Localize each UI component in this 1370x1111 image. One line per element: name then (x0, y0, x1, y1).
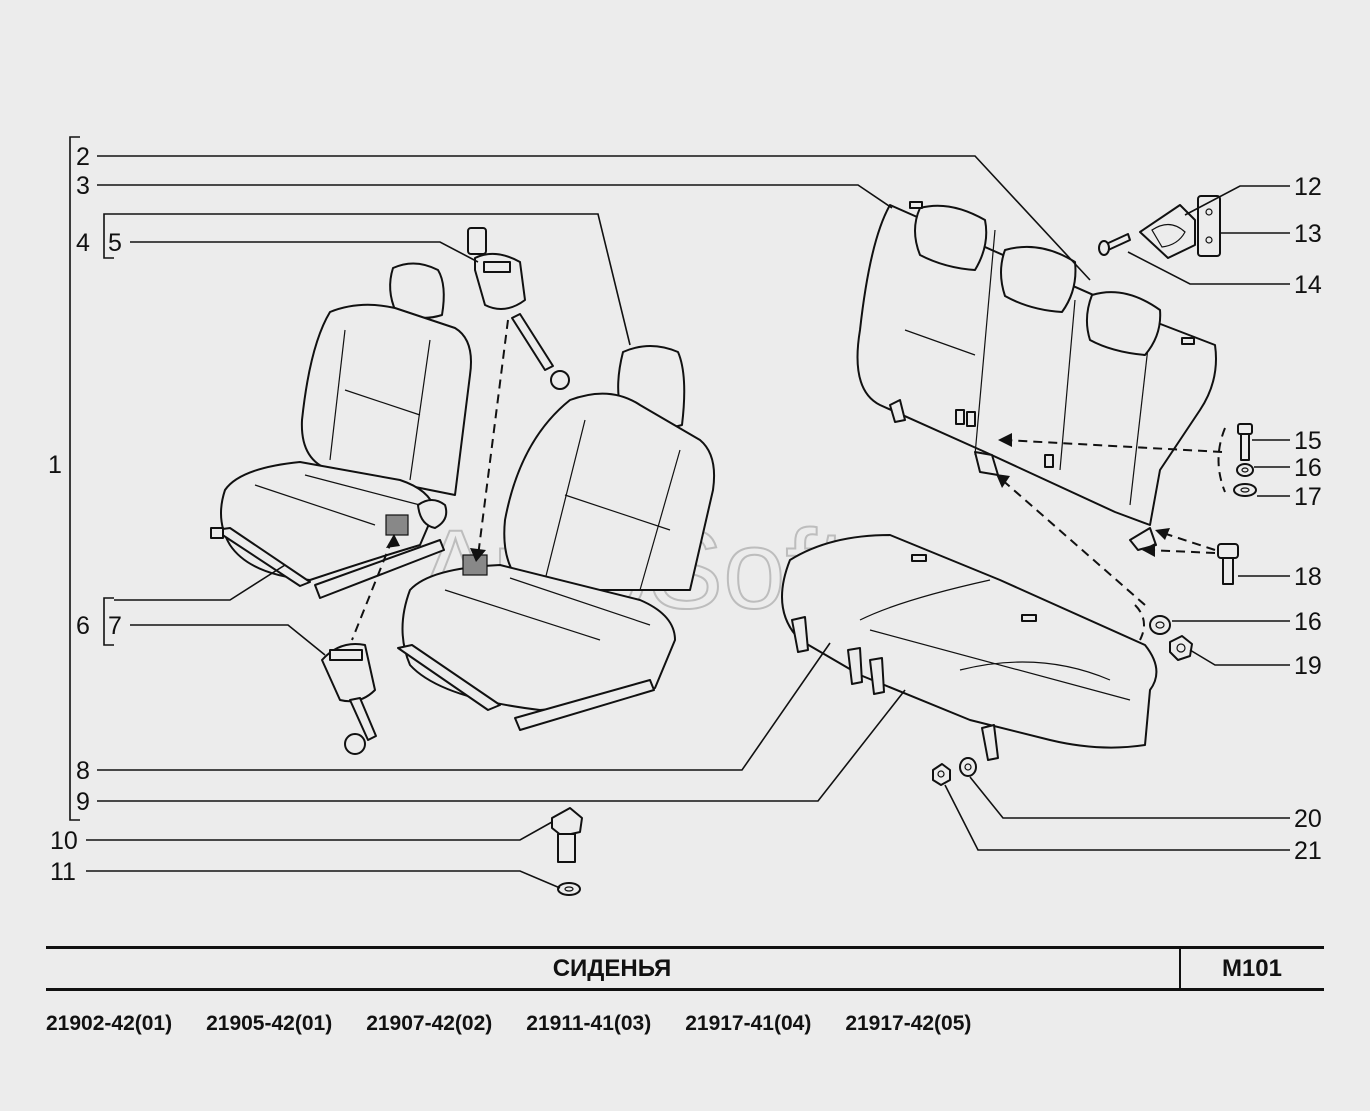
dash-arc-15-17 (1217, 427, 1226, 493)
callout-2: 2 (76, 143, 90, 171)
sheet-code: M101 (1221, 955, 1283, 982)
rear-seat-cushion (781, 534, 1158, 761)
callout-8: 8 (76, 757, 90, 785)
dash-arrow-buckle-lower (351, 539, 393, 641)
washer-20 (959, 757, 977, 777)
washer-16b (1149, 615, 1171, 635)
callout-5: 5 (108, 229, 122, 257)
callout-19: 19 (1294, 652, 1322, 680)
callout-7: 7 (108, 612, 122, 640)
title-block-top-rule (46, 946, 1324, 949)
callout-10: 10 (50, 827, 78, 855)
callout-14: 14 (1294, 271, 1322, 299)
nut-19 (1169, 635, 1193, 661)
leader-lines (86, 155, 1290, 889)
model-code: 21917-41(04) (685, 1012, 812, 1035)
callout-17: 17 (1294, 483, 1322, 511)
model-code: 21911-41(03) (526, 1012, 652, 1035)
callout-16-top: 16 (1294, 454, 1322, 482)
washer-17 (1233, 483, 1257, 497)
title-block-bottom-rule (46, 988, 1324, 991)
model-code: 21905-42(01) (206, 1012, 333, 1035)
callout-3: 3 (76, 172, 90, 200)
nut-21 (932, 763, 951, 786)
model-code: 21902-42(01) (46, 1012, 173, 1035)
callout-9: 9 (76, 788, 90, 816)
dash-arrow-buckle-upper (477, 319, 509, 557)
front-seat-right (397, 345, 716, 731)
callout-18: 18 (1294, 563, 1322, 591)
sheet-title: СИДЕНЬЯ (552, 955, 672, 982)
screw-14 (1098, 233, 1131, 256)
callout-labels: 1 2 3 4 5 6 7 8 9 10 11 12 13 14 15 16 1… (48, 143, 1322, 886)
belt-buckle-upper (467, 227, 570, 390)
callout-12: 12 (1294, 173, 1322, 201)
front-seat-left (210, 262, 472, 599)
rear-seat-back (856, 201, 1217, 551)
washer-16a (1236, 463, 1254, 477)
washer-11 (557, 882, 581, 896)
callout-16-bottom: 16 (1294, 608, 1322, 636)
callout-1: 1 (48, 451, 62, 479)
dash-arrow-15 (1004, 439, 1223, 453)
model-code: 21907-42(02) (366, 1012, 493, 1035)
bolt-18 (1217, 543, 1239, 585)
callout-11: 11 (50, 858, 76, 886)
callout-21: 21 (1294, 837, 1322, 865)
callout-15: 15 (1294, 427, 1322, 455)
hook-bracket-12-13 (1139, 195, 1221, 259)
bolt-15 (1237, 423, 1253, 461)
callout-6: 6 (76, 612, 90, 640)
callout-20: 20 (1294, 805, 1322, 833)
model-list: 21902-42(01) 21905-42(01) 21907-42(02) 2… (46, 1012, 1146, 1036)
callout-4: 4 (76, 229, 90, 257)
belt-buckle-lower (321, 643, 377, 755)
dash-arc-16-19 (1134, 604, 1145, 641)
dash-arrow-16 (999, 477, 1146, 606)
model-code: 21917-42(05) (845, 1012, 972, 1035)
group-bracket-1 (69, 136, 114, 821)
dash-arrow-18b (1147, 549, 1216, 554)
bolt-10 (551, 807, 583, 863)
callout-13: 13 (1294, 220, 1322, 248)
title-block-divider (1179, 946, 1181, 991)
dash-arrow-18a (1159, 531, 1216, 551)
